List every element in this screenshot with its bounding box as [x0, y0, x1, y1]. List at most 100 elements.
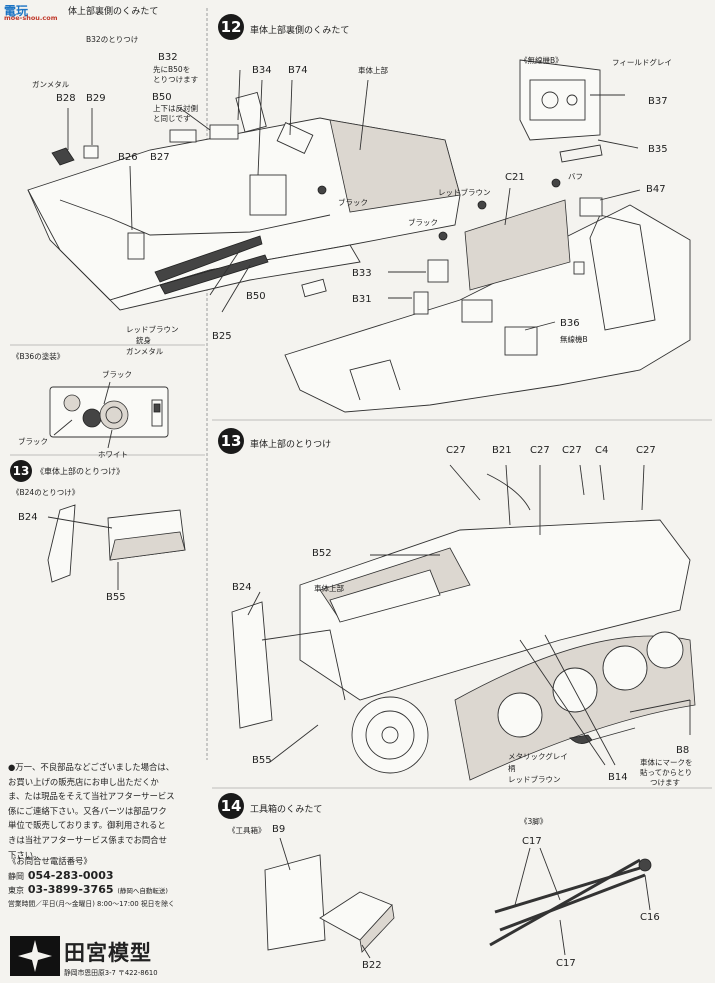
label-b32: B32: [158, 52, 178, 63]
step12-title: 車体上部裏側のくみたて: [250, 26, 350, 36]
label-b29: B29: [86, 93, 106, 104]
shizuoka-phone: 静岡 054-283-0003: [8, 869, 114, 882]
tripod-drawing: [489, 847, 652, 956]
label-handle: 柄: [508, 764, 516, 773]
label-b27: B27: [150, 152, 170, 163]
label-c4: C4: [595, 445, 609, 456]
label-white: ホワイト: [98, 450, 128, 459]
toolbox-drawing: [264, 837, 395, 959]
step13-title: 車体上部のとりつけ: [250, 440, 332, 450]
notes-line: 係にご連絡下さい。又各パーツは部品ワク: [8, 805, 167, 816]
label-b24: B24: [232, 582, 252, 593]
step13-number-small: 13: [10, 460, 32, 482]
step14-title: 工具箱のくみたて: [250, 805, 323, 815]
label-b55-small: B55: [106, 592, 126, 603]
label-field-grey: フィールドグレイ: [612, 58, 672, 67]
tokyo-phone: 東京 03-3899-3765 (静岡へ自動転送): [8, 883, 168, 896]
b32-note-line1: 先にB50を: [153, 65, 191, 74]
label-buff: バフ: [568, 172, 583, 181]
decal-note-line1: 車体にマークを: [640, 758, 693, 767]
label-b33: B33: [352, 268, 372, 279]
label-b21: B21: [492, 445, 512, 456]
label-c27-a: C27: [446, 445, 466, 456]
label-b22: B22: [362, 960, 382, 971]
step13-number: 13: [218, 428, 244, 454]
notes-line: ●万一、不良部品などございました場合は、: [8, 762, 175, 772]
tokyo-number: 03-3899-3765: [27, 883, 114, 896]
label-red-brown-a: レッドブラウン: [126, 325, 179, 334]
b24-mount-drawing: [47, 504, 186, 590]
service-notes: ●万一、不良部品などございました場合は、 お買い上げの販売店にお申し出ただくか …: [8, 760, 200, 862]
tokyo-label: 東京: [8, 886, 24, 895]
notes-line: お買い上げの販売店にお申し出ただくか: [8, 776, 159, 787]
decal-note-line2: 貼ってからとり: [640, 768, 693, 777]
notes-line: きは当社アフターサービス係までお問合せ: [8, 834, 167, 845]
tripod-head: 《3脚》: [520, 817, 548, 826]
tamiya-star-logo: [10, 936, 60, 976]
step13-sub-title: 《車体上部のとりつけ》: [36, 467, 125, 476]
label-c16: C16: [640, 912, 660, 923]
step12-number: 12: [218, 14, 244, 40]
business-hours: 営業時間／平日(月〜金曜日) 8:00〜17:00 祝日を除く: [8, 900, 175, 908]
brand-name: 田宮模型: [64, 941, 152, 965]
label-black-top: ブラック: [102, 370, 132, 379]
label-c27-b: C27: [530, 445, 550, 456]
halftrack-vehicle-drawing: [231, 464, 696, 781]
label-b25: B25: [212, 331, 232, 342]
b24-mount-head: 《B24のとりつけ》: [12, 488, 80, 497]
radio-b-head: 《無線機B》: [520, 56, 563, 65]
label-b50-top: B50: [152, 92, 172, 103]
watermark-title: 電玩: [4, 4, 29, 18]
label-c17-top: C17: [522, 836, 542, 847]
label-black-left: ブラック: [18, 437, 48, 446]
label-b37: B37: [648, 96, 668, 107]
b32-note-line2: とりつけます: [153, 75, 199, 84]
toolbox-head: 《工具箱》: [228, 826, 266, 835]
label-b74: B74: [288, 65, 308, 76]
label-b34: B34: [252, 65, 272, 76]
watermark: 電玩 moe-shou.com: [0, 0, 64, 22]
label-b50-bottom: B50: [246, 291, 266, 302]
label-metallic-grey: メタリックグレイ: [508, 752, 568, 761]
label-b14: B14: [608, 772, 628, 783]
notes-line: ま、たは現品をそえて当社アフターサービス: [8, 791, 175, 802]
watermark-site: moe-shou.com: [4, 14, 58, 22]
notes-line: 単位で販売しております。御利用されると: [8, 820, 166, 831]
step14-number: 14: [218, 793, 244, 819]
shizuoka-number: 054-283-0003: [27, 869, 114, 882]
decal-note-line3: つけます: [650, 778, 680, 787]
label-radio-b: 無線機B: [560, 335, 588, 344]
brand-address: 静岡市恩田原3-7 〒422-8610: [64, 969, 158, 977]
label-b55: B55: [252, 755, 272, 766]
contact-head: 《お問合せ電話番号》: [8, 856, 92, 866]
label-c21: C21: [505, 172, 525, 183]
label-gunmetal-b: ガンメタル: [126, 347, 164, 356]
step12-header-fragment: 体上部裏側のくみたて: [68, 7, 159, 17]
hull-interior-right-drawing: [284, 59, 691, 413]
tokyo-note: (静岡へ自動転送): [117, 887, 168, 895]
shizuoka-label: 静岡: [8, 872, 24, 881]
label-b24-small: B24: [18, 512, 38, 523]
label-black-b: ブラック: [408, 218, 438, 227]
label-gunmetal-a: ガンメタル: [32, 80, 70, 89]
label-b35: B35: [648, 144, 668, 155]
b32-note-head: B32のとりつけ: [86, 35, 139, 44]
label-red-brown-13: レッドブラウン: [508, 775, 561, 784]
hull-interior-left-drawing: [27, 69, 461, 313]
b50-note-line2: と同じです: [153, 114, 191, 123]
label-c27-c: C27: [562, 445, 582, 456]
label-b52: B52: [312, 548, 332, 559]
label-b47: B47: [646, 184, 666, 195]
b36-paint-head: 《B36の塗装》: [12, 352, 65, 361]
label-c27-d: C27: [636, 445, 656, 456]
label-upper-hull-13: 車体上部: [314, 584, 344, 593]
b36-gauge-panel-drawing: [49, 381, 169, 449]
label-b36: B36: [560, 318, 580, 329]
label-c17-bottom: C17: [556, 958, 576, 969]
label-b8: B8: [676, 745, 690, 756]
label-upper-hull-12: 車体上部: [358, 66, 388, 75]
notes-line: 下さい。: [8, 849, 42, 860]
label-b28: B28: [56, 93, 76, 104]
